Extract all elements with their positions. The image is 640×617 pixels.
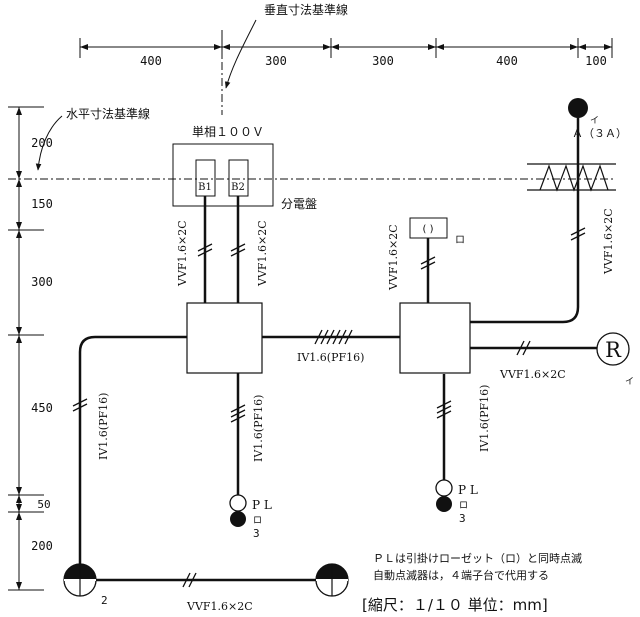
scale-note: [縮尺：１/１０ 単位：mm] — [362, 596, 548, 614]
outlet-bottom-left — [63, 563, 97, 597]
dim-left-4: 450 — [31, 401, 53, 415]
receptacle-r-letter: R — [605, 338, 622, 362]
cable-label-bottom: VVF1.6×2C — [186, 600, 253, 613]
top-dimension-line: 400 300 300 400 100 — [79, 38, 613, 68]
pl-left-tag: ロ — [253, 516, 262, 526]
junction-box-right — [399, 302, 471, 374]
cable-label-left-pl: IV1.6(PF16) — [252, 395, 265, 462]
dim-left-5: 50 — [37, 498, 50, 511]
dim-left-6: 200 — [31, 539, 53, 553]
cable-label-box-link: IV1.6(PF16) — [297, 351, 364, 364]
vertical-reference-pointer — [224, 19, 257, 89]
dim-top-4: 400 — [496, 54, 518, 68]
breaker-b1-label: B1 — [198, 182, 212, 193]
panel-label: 分電盤 — [281, 197, 317, 211]
receptacle-r-symbol — [596, 332, 630, 366]
lamp-i-tag: イ — [590, 116, 599, 126]
pl-left-label: P L — [252, 498, 272, 512]
pl-left-count: 3 — [253, 527, 260, 540]
left-dimension-line: 200 150 300 450 50 200 — [8, 106, 53, 591]
receptacle-tag: イ — [625, 377, 634, 387]
cable-label-left-conduit: IV1.6(PF16) — [97, 393, 110, 460]
horizontal-reference-pointer — [35, 115, 63, 171]
pl-right-label: P L — [458, 483, 478, 497]
switch-box-label: ( ) — [423, 224, 434, 235]
pl-right-tag: ロ — [459, 501, 468, 511]
note-line-1: ＰＬは引掛けローゼット（ロ）と同時点滅 — [373, 551, 582, 565]
pilot-lamp-right — [435, 479, 453, 497]
pl-right-count: 3 — [459, 512, 466, 525]
outlet-bottom-left-tag: 2 — [101, 594, 108, 607]
lamp-i-rating: Ａ（３Ａ） — [572, 127, 627, 140]
cable-label-panel-right: VVF1.6×2C — [256, 220, 269, 287]
conductor-hatch-marks — [72, 227, 586, 588]
switch-box-tag: ロ — [455, 235, 465, 246]
auto-switch-symbol — [527, 163, 616, 192]
dim-top-2: 300 — [265, 54, 287, 68]
pilot-lamp-left — [229, 494, 247, 512]
horizontal-reference-label: 水平寸法基準線 — [66, 106, 150, 121]
cable-label-panel-left: VVF1.6×2C — [176, 220, 189, 287]
outlet-bottom-right — [315, 563, 349, 597]
cable-label-right-pl: IV1.6(PF16) — [478, 385, 491, 452]
junction-box-left — [186, 302, 263, 374]
dim-top-1: 400 — [140, 54, 162, 68]
note-line-2: 自動点滅器は，４端子台で代用する — [373, 568, 549, 582]
dim-top-3: 300 — [372, 54, 394, 68]
breaker-b2-label: B2 — [231, 182, 245, 193]
dim-left-2: 150 — [31, 197, 53, 211]
dim-left-3: 300 — [31, 275, 53, 289]
vertical-reference-label: 垂直寸法基準線 — [264, 2, 348, 17]
cable-label-lamp: VVF1.6×2C — [602, 208, 615, 275]
auto-switch-left — [230, 511, 246, 527]
panel-title: 単相１００Ｖ — [192, 125, 264, 139]
dim-top-5: 100 — [585, 54, 607, 68]
lamp-i-symbol — [568, 98, 588, 118]
dim-left-1: 200 — [31, 136, 53, 150]
cable-label-switch: VVF1.6×2C — [387, 224, 400, 291]
cable-label-receptacle: VVF1.6×2C — [499, 368, 566, 381]
auto-switch-right — [436, 496, 452, 512]
distribution-panel — [172, 143, 274, 207]
